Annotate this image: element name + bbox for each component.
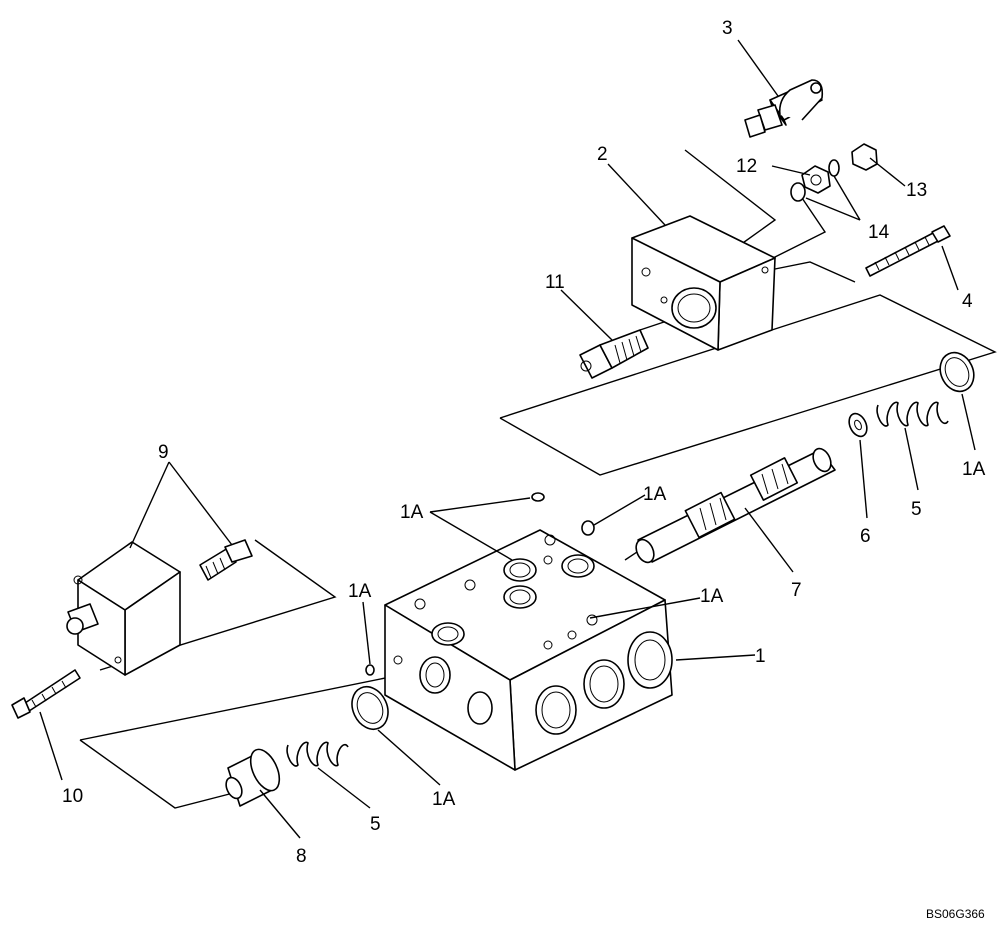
callout-11: 11 [545, 272, 565, 293]
callout-2: 2 [597, 144, 608, 165]
part-4-screw [865, 225, 951, 277]
callout-6: 6 [860, 526, 871, 547]
reference-code: BS06G366 [926, 907, 985, 921]
seal-rings-1a [351, 351, 975, 730]
part-2-housing [631, 215, 776, 351]
part-11-fitting [579, 329, 649, 379]
callout-labels: 3 2 12 13 14 11 4 9 1A 1A 1A 5 6 7 1A 1A… [62, 18, 986, 921]
callout-10: 10 [62, 786, 83, 807]
part-5-spring-right [876, 401, 949, 427]
callout-1: 1 [755, 646, 766, 667]
parts-12-13-14 [790, 143, 878, 202]
part-3-sensor [744, 79, 824, 138]
callout-1a-right-body: 1A [700, 586, 724, 607]
callout-5-right: 5 [911, 499, 922, 520]
callout-3: 3 [722, 18, 733, 39]
callout-1a-far-right: 1A [962, 459, 986, 480]
part-1-valve-body [384, 529, 673, 771]
leader-lines [39, 39, 976, 839]
callout-1a-left: 1A [348, 581, 372, 602]
part-10-screw [11, 669, 81, 719]
callout-1a-bottom: 1A [432, 789, 456, 810]
callout-14: 14 [868, 222, 890, 243]
part-8-plug [225, 748, 281, 807]
callout-4: 4 [962, 291, 973, 312]
callout-1a-top-left: 1A [400, 502, 424, 523]
part-7-spool [635, 447, 836, 564]
callout-1a-top-mid: 1A [643, 484, 667, 505]
part-9-pilot-block [66, 539, 253, 676]
part-6-washer [848, 412, 868, 438]
callout-9: 9 [158, 442, 169, 463]
callout-5-left: 5 [370, 814, 381, 835]
callout-13: 13 [906, 180, 927, 201]
part-5-spring-left [286, 741, 349, 767]
callout-12: 12 [736, 156, 757, 177]
callout-8: 8 [296, 846, 307, 867]
callout-7: 7 [791, 580, 802, 601]
